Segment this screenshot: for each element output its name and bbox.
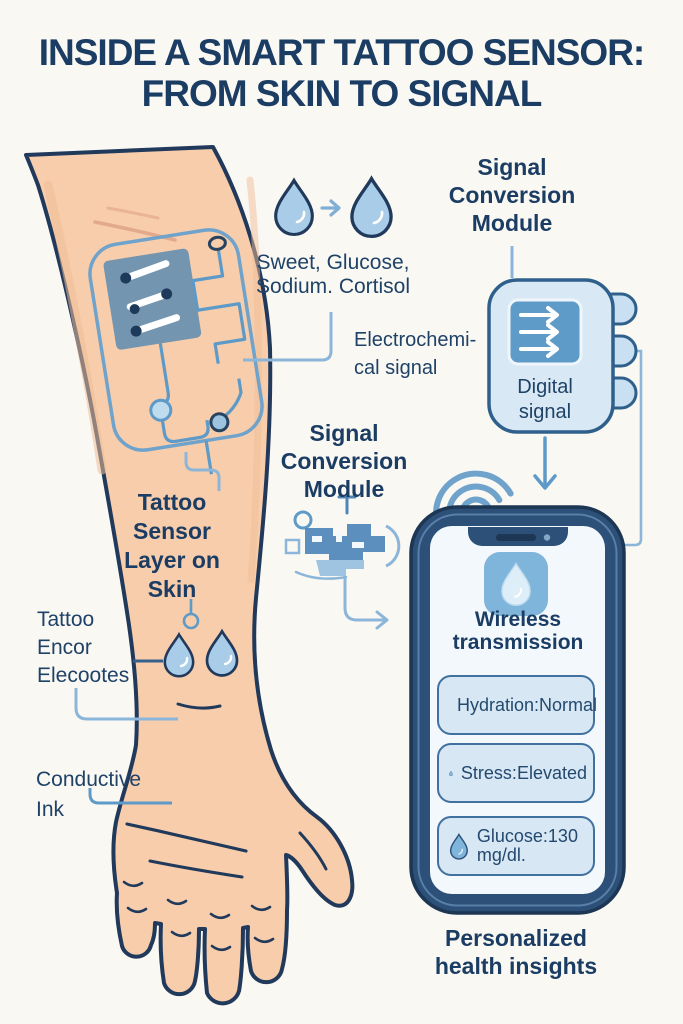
arm-illustration	[24, 145, 355, 1006]
connector-tattoo-to-layer-label	[184, 452, 221, 491]
knuckle-creases	[122, 880, 275, 952]
signal-conversion-module-title-top: Signal Conversion Module	[448, 154, 576, 236]
tattoo-sensor-patch	[88, 228, 264, 475]
electrochemical-signal-label: Electrochemi-cal signal	[354, 329, 477, 379]
phone-speaker	[496, 534, 536, 541]
wrist-crease	[176, 702, 222, 710]
connector-lines	[74, 246, 643, 805]
droplet-marker-circle	[182, 612, 200, 630]
arrow-module-down	[533, 436, 557, 490]
conductive-ink-label: Conductive Ink	[36, 768, 142, 821]
sweat-droplets-icon	[274, 176, 393, 239]
wrist-droplets-icon	[163, 629, 239, 678]
metric-text: Glucose:130 mg/dl.	[476, 826, 578, 865]
metric-text: Stress:Elevated	[460, 762, 587, 783]
tattoo-electrodes-label: Tattoo Encor Elecootes	[37, 608, 130, 687]
tattoo-sensor-layer-label: Tattoo Sensor Layer on Skin	[124, 489, 220, 602]
droplet-icon	[449, 832, 468, 860]
triple-arrow-icon	[519, 306, 559, 358]
circuit-chip-icon	[284, 495, 401, 580]
metric-text: Hydration:Normal	[457, 694, 598, 715]
droplet-icon	[449, 770, 453, 776]
arrow-right-icon	[320, 199, 341, 217]
metric-card-stress: Stress:Elevated	[437, 743, 595, 803]
signal-conversion-module-chip	[487, 278, 638, 434]
trace-pad	[207, 235, 227, 251]
page-title: INSIDE A SMART TATTOO SENSOR:FROM SKIN T…	[38, 32, 646, 114]
connector-module-to-phone-side	[620, 349, 643, 547]
metric-card-glucose: Glucose:130 mg/dl.	[437, 816, 595, 876]
connector-electrodes-elbow	[74, 688, 178, 721]
elbow-crease	[93, 220, 177, 242]
droplet-app-icon	[484, 552, 548, 616]
signal-conversion-module-title-center: Signal Conversion Module	[280, 420, 408, 502]
electrodes-icon	[120, 260, 181, 337]
phone-camera	[543, 534, 551, 541]
arrow-chip-to-phone	[343, 576, 389, 630]
digital-signal-label: Digital signal	[517, 376, 573, 423]
connector-sweat-to-tattoo	[243, 312, 333, 362]
sensor-pad	[149, 398, 173, 422]
connector-conductive-ink	[88, 788, 172, 805]
sensor-pad	[209, 412, 230, 433]
sweat-analytes-label: Sweet, Glucose,Sodium. Cortisol	[255, 251, 411, 298]
metric-card-hydration: Hydration:Normal	[437, 675, 598, 735]
